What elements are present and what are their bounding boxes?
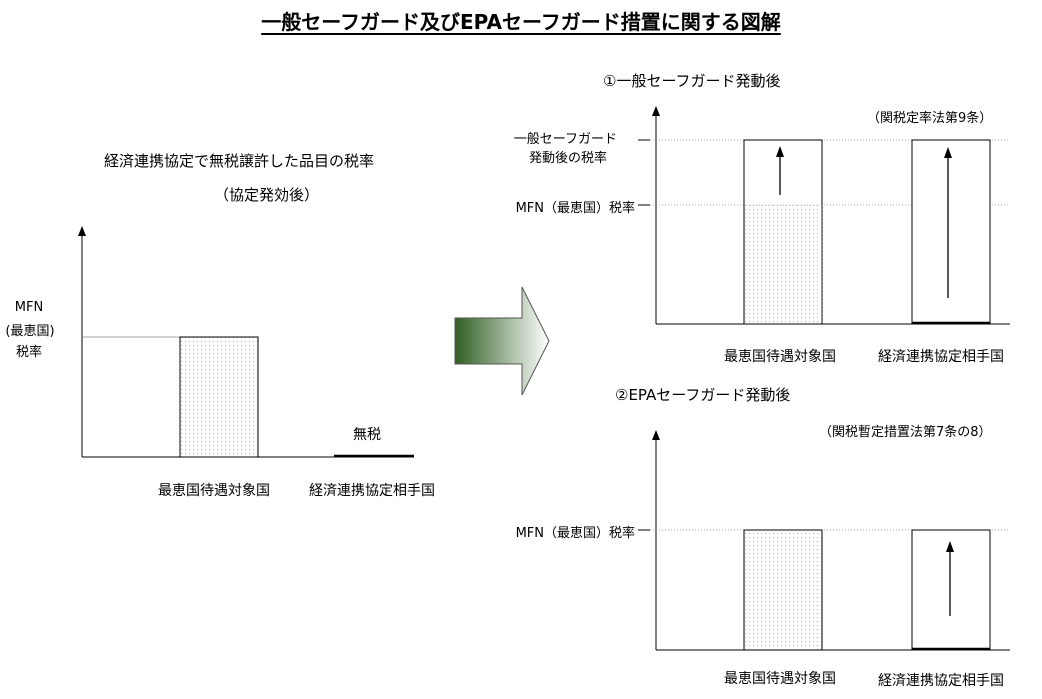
- left-axis-label-2: (最恵国): [5, 324, 55, 339]
- top-bar-epa-outline: [911, 139, 991, 325]
- bottom-bar-mfn: [743, 529, 823, 651]
- bottom-right-category-1: 最恵国待遇対象国: [724, 671, 836, 687]
- bottom-right-heading: ②EPAセーフガード発動後: [615, 386, 791, 404]
- left-bar-mfn: [179, 336, 259, 458]
- top-right-sg-label-2: 発動後の税率: [528, 151, 607, 166]
- left-axis-label-3: 税率: [15, 345, 42, 360]
- top-right-category-2: 経済連携協定相手国: [878, 349, 1004, 365]
- page-title: 一般セーフガード及びEPAセーフガード措置に関する図解: [261, 10, 781, 34]
- left-category-1: 最恵国待遇対象国: [158, 483, 270, 499]
- bottom-right-category-2: 経済連携協定相手国: [878, 673, 1004, 689]
- bottom-right-chart: [638, 430, 1010, 651]
- top-right-category-1: 最恵国待遇対象国: [724, 349, 836, 365]
- bottom-right-law: （関税暫定措置法第7条の8）: [819, 425, 992, 440]
- left-chart: [78, 226, 414, 458]
- top-right-sg-label-1: 一般セーフガード: [513, 132, 617, 147]
- transition-arrow: [454, 286, 550, 396]
- top-right-mfn-label: MFN（最恵国）税率: [515, 201, 635, 216]
- top-right-heading: ①一般セーフガード発動後: [603, 72, 781, 90]
- top-bar-mfn-fill: [744, 205, 822, 324]
- left-axis-label-1: MFN: [14, 300, 44, 315]
- left-subheading: （協定発効後）: [214, 186, 320, 204]
- top-right-law: （関税定率法第9条）: [867, 111, 993, 126]
- left-heading: 経済連携協定で無税譲許した品目の税率: [104, 152, 375, 170]
- left-y-axis-arrowhead: [78, 226, 86, 236]
- top-right-chart: [638, 106, 1010, 325]
- bottom-right-mfn-label: MFN（最恵国）税率: [515, 526, 635, 541]
- left-zero-label: 無税: [353, 427, 381, 443]
- left-category-2: 経済連携協定相手国: [309, 483, 435, 499]
